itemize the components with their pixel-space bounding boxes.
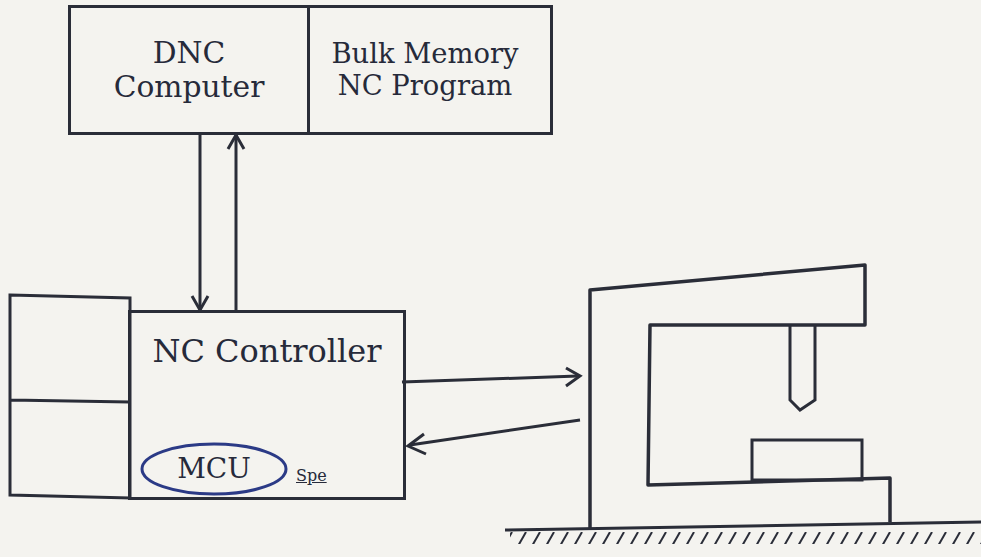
controller-box: NC ControllerMCU (128, 310, 406, 500)
node-text: NC Controller (142, 333, 391, 370)
node-text: Bulk Memory NC Program (300, 38, 550, 101)
node-text: DNC Computer (71, 36, 307, 104)
memory-box: Bulk Memory NC Program (300, 5, 553, 135)
mcu-ellipse: MCU (139, 441, 289, 497)
node-text: MCU (167, 453, 261, 485)
note-label: Spe (296, 466, 327, 485)
computer-box: DNC Computer (68, 5, 310, 135)
connector-arrow (228, 135, 244, 310)
connector-arrow (192, 135, 208, 310)
